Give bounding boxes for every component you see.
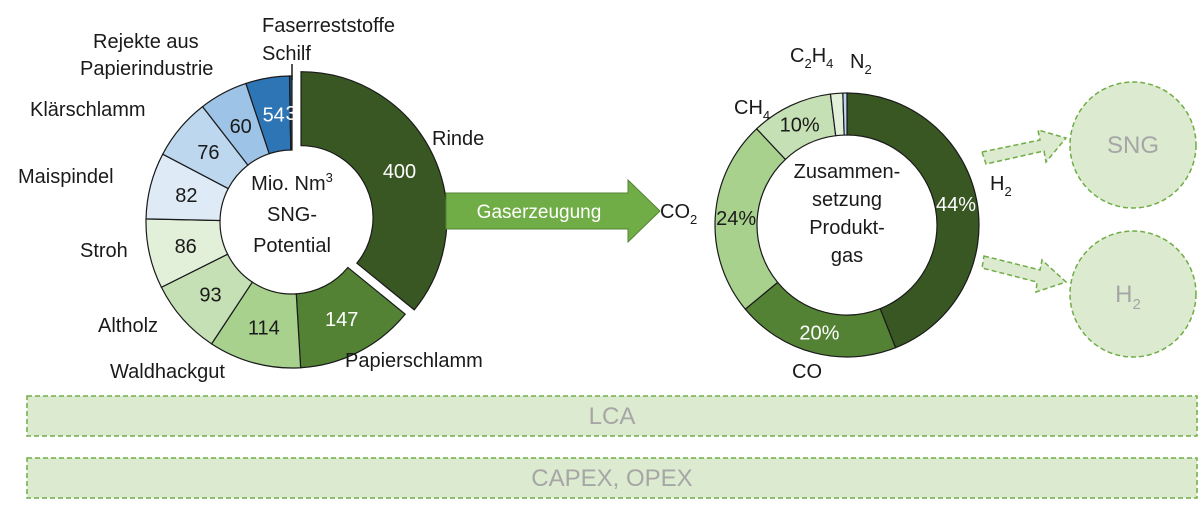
label-papierschlamm: Papierschlamm <box>345 350 483 372</box>
donut2-center-line4: gas <box>831 245 863 267</box>
label-schilf: Schilf <box>262 43 311 65</box>
label-waldhackgut: Waldhackgut <box>110 361 225 383</box>
gaserzeugung-arrow <box>445 178 661 244</box>
donut2-value-h: 44% <box>936 194 976 216</box>
h2-product-label: H2 <box>1115 281 1141 313</box>
donut1-segment-rinde <box>300 71 448 311</box>
label-ch4: CH4 <box>734 97 770 123</box>
lca-label: LCA <box>589 403 636 430</box>
capex-opex-bar <box>26 457 1198 499</box>
label-klaerschlamm: Klärschlamm <box>30 99 146 121</box>
donut1-center-line3: Potential <box>253 235 331 257</box>
donut2-center-line2: setzung <box>812 189 882 211</box>
donut1-value-papierschlamm: 147 <box>325 309 358 331</box>
donut2-value-co: 20% <box>799 323 839 345</box>
label-faserreststoffe: Faserreststoffe <box>262 15 395 37</box>
gaserzeugung-label: Gaserzeugung <box>477 202 602 223</box>
sng-product-circle <box>1069 81 1197 209</box>
sng-product-label: SNG <box>1107 132 1159 159</box>
capex-opex-label: CAPEX, OPEX <box>531 465 692 492</box>
donut1-value-altholz: 93 <box>199 284 221 306</box>
donut2-value-ch: 10% <box>780 115 820 137</box>
label-rinde: Rinde <box>432 128 484 150</box>
donut2-segment-co <box>744 281 897 358</box>
label-rejekte-line2: Papierindustrie <box>80 58 213 80</box>
donut2-segment-n2 <box>842 92 848 136</box>
label-n2: N2 <box>850 51 872 77</box>
donut1-value-faserreststoffe: 3 <box>286 103 297 125</box>
donut1-value-schilf: 54 <box>263 105 285 127</box>
donut2-segment-h <box>846 92 980 349</box>
label-co: CO <box>792 361 822 383</box>
donut2-center-line1: Zusammen- <box>794 161 901 183</box>
label-c2h4: C2H4 <box>790 45 833 71</box>
donut1-value-stroh: 86 <box>175 236 197 258</box>
arrow-to-sng <box>981 128 1068 165</box>
donut2-value-co: 24% <box>716 208 756 230</box>
label-co2: CO2 <box>660 201 697 227</box>
donut1-value-rejekte-aus-papierindustrie: 60 <box>230 116 252 138</box>
label-stroh: Stroh <box>80 240 128 262</box>
product-gas-donut: 44% 20% 24% 10% <box>714 92 980 358</box>
lca-bar <box>26 395 1198 437</box>
label-altholz: Altholz <box>98 315 158 337</box>
donut1-segment-faserreststoffe <box>288 75 293 151</box>
h2-product-circle <box>1069 230 1197 358</box>
label-rejekte-line1: Rejekte aus <box>93 31 199 53</box>
donut1-center-line2: SNG- <box>267 204 317 226</box>
donut2-center-line3: Produkt- <box>809 217 885 239</box>
donut1-value-kl-rschlamm: 76 <box>197 142 219 164</box>
label-h2: H2 <box>990 173 1012 199</box>
donut1-value-rinde: 400 <box>383 161 416 183</box>
donut1-value-waldhackgut: 114 <box>248 317 280 339</box>
arrow-to-h2 <box>981 255 1068 294</box>
label-maispindel: Maispindel <box>18 166 114 188</box>
donut1-center-line1: Mio. Nm3 <box>251 170 333 195</box>
donut1-value-maispindel: 82 <box>175 185 197 207</box>
